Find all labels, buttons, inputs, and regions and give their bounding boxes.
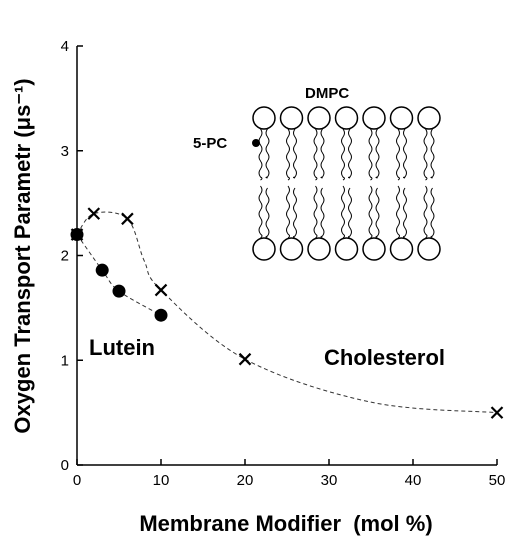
data-point-cholesterol [154,283,168,297]
x-axis-title: Membrane Modifier (mol %) [139,511,432,536]
lutein-label: Lutein [89,335,155,360]
membrane-diagram [252,106,441,261]
lipid-headgroup-top [362,106,386,130]
lipid-tail-top [396,128,400,181]
y-axis-title: Oxygen Transport Parametr (μs⁻¹) [10,78,35,433]
y-tick-label: 0 [61,457,69,474]
lipid-tail-bottom [293,187,297,239]
fit-curve-lutein [76,234,162,316]
lipid-headgroup-top [334,106,359,130]
lipid-headgroup-bottom [334,237,359,261]
lipid-tail-top [313,128,318,181]
data-marks [70,207,504,419]
data-point-cholesterol [238,352,252,366]
cholesterol-label: Cholesterol [324,345,445,370]
lipid-tail-top [403,128,407,179]
x-tick-label: 0 [73,472,81,489]
lipid-tail-bottom [258,185,263,239]
lipid-headgroup-bottom [362,237,386,261]
lipid-tail-top [341,128,345,181]
x-tick-label: 10 [153,472,170,489]
lipid-headgroup-bottom [252,237,276,261]
lipid-headgroup-top [252,106,276,130]
y-tick-label: 4 [61,38,69,55]
lipid-tail-bottom [396,185,400,239]
data-point-cholesterol [70,228,84,241]
lipid-tail-bottom [286,185,290,239]
x-tick-label: 50 [489,472,506,489]
lipid-tail-bottom [403,187,407,239]
data-point-cholesterol [87,207,101,220]
y-tick-label: 3 [61,143,69,160]
lipid-tail-top [375,128,380,179]
lipid-headgroup-bottom [389,237,414,261]
lipid-tail-top [423,128,428,181]
data-point-cholesterol [121,212,134,226]
lipid-tail-bottom [368,185,373,239]
x-tick-label: 30 [321,472,338,489]
lipid-tail-bottom [348,187,352,239]
lipid-headgroup-top [417,106,441,130]
probe-label: 5-PC [193,135,227,152]
lipid-tail-bottom [430,187,435,239]
data-point-lutein [154,308,168,322]
spin-label-dot [252,139,260,147]
lipid-tail-bottom [320,187,325,239]
lipid-tail-bottom [265,187,270,239]
dmpc-label: DMPC [305,85,349,102]
lipid-headgroup-top [307,106,331,130]
lipid-tail-top [430,128,435,179]
lipid-tail-bottom [341,185,345,239]
lipid-tail-bottom [313,185,318,239]
lipid-headgroup-top [389,106,414,130]
lipid-headgroup-top [279,106,304,130]
data-point-cholesterol [490,406,504,419]
lipid-headgroup-bottom [279,237,304,261]
x-tick-label: 40 [405,472,422,489]
lipid-tail-top [320,128,325,179]
lipid-tail-top [258,128,263,181]
y-tick-label: 1 [61,352,69,369]
data-point-lutein [112,284,126,298]
lipid-tail-top [368,128,373,181]
lipid-tail-bottom [423,185,428,239]
lipid-headgroup-bottom [307,237,331,261]
data-point-lutein [95,263,109,277]
lipid-tail-top [348,128,352,179]
y-tick-label: 2 [61,248,69,265]
lipid-headgroup-bottom [417,237,441,261]
lipid-tail-top [286,128,290,181]
lipid-tail-top [293,128,297,179]
lipid-tail-top [265,128,270,179]
lipid-tail-bottom [375,187,380,239]
x-tick-label: 20 [237,472,254,489]
